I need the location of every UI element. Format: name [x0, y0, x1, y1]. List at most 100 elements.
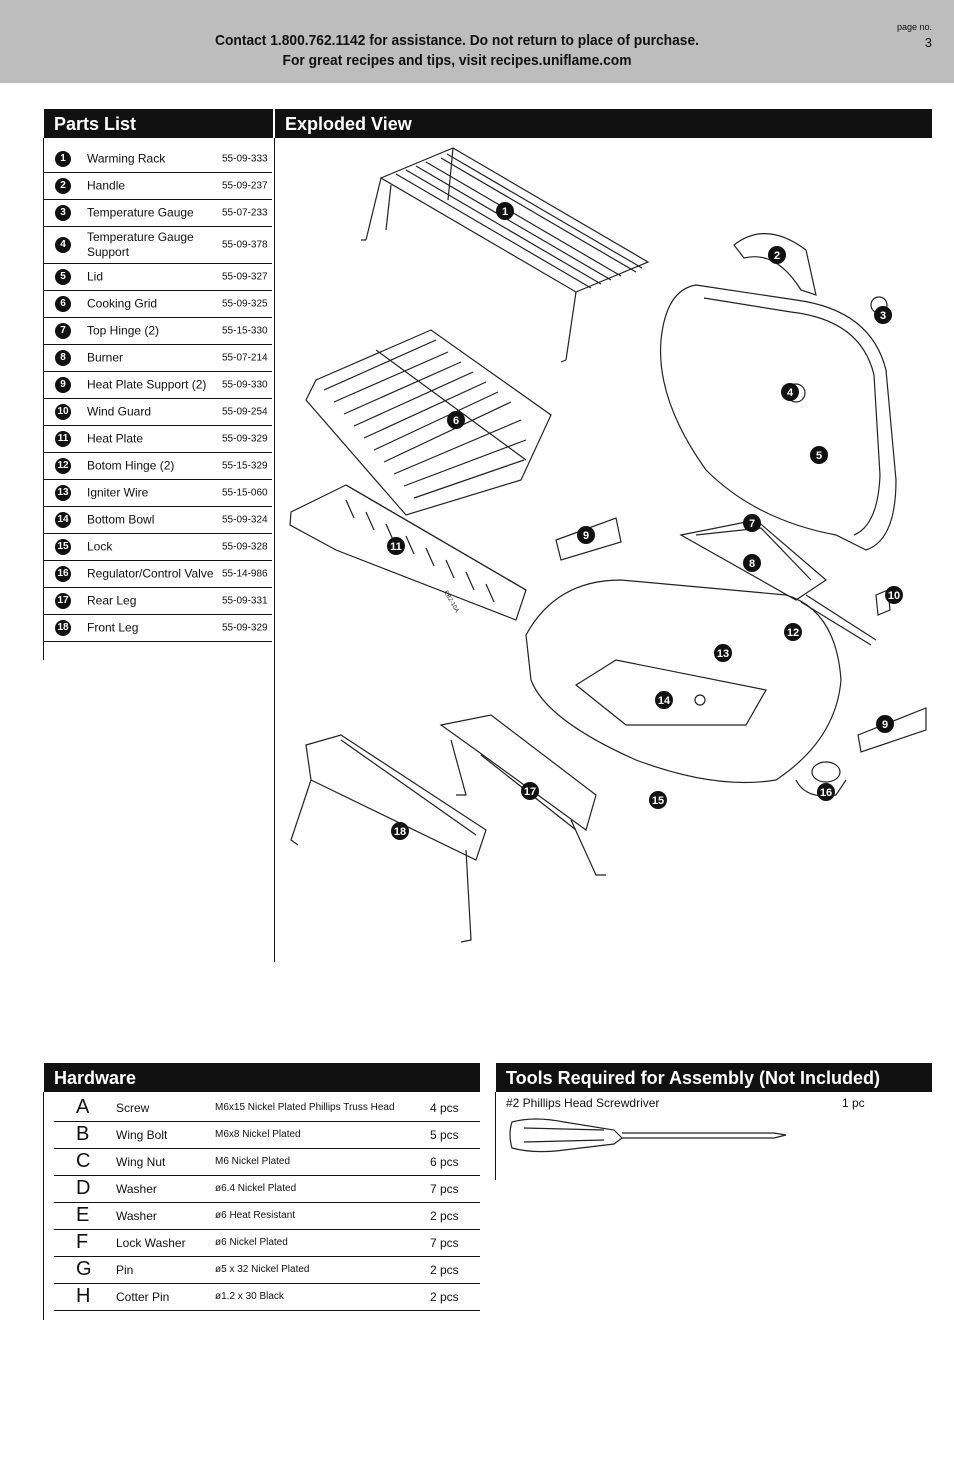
- svg-text:15: 15: [652, 795, 664, 807]
- callout-8: 8: [743, 554, 761, 572]
- parts-list-left-rule: [43, 138, 44, 660]
- part-code: 55-09-325: [222, 298, 268, 310]
- lid-drawing: [659, 284, 897, 551]
- part-name: Front Leg: [87, 620, 139, 635]
- hardware-description: ø5 x 32 Nickel Plated: [215, 1264, 310, 1275]
- heat-plate-drawing: [289, 484, 527, 621]
- tools-header: Tools Required for Assembly (Not Include…: [496, 1063, 932, 1092]
- part-code: 55-14-986: [222, 568, 268, 580]
- recipes-line: For great recipes and tips, visit recipe…: [282, 52, 632, 69]
- callout-7: 7: [743, 514, 761, 532]
- svg-text:5: 5: [816, 450, 822, 462]
- hardware-quantity: 2 pcs: [430, 1209, 459, 1223]
- part-number-badge: 15: [55, 539, 71, 555]
- header-band: Contact 1.800.762.1142 for assistance. D…: [0, 0, 954, 83]
- bottom-bowl-drawing: [525, 579, 842, 784]
- part-name: Lid: [87, 269, 104, 284]
- tools-left-rule: [495, 1092, 496, 1180]
- part-name: Heat Plate Support (2): [87, 377, 207, 392]
- parts-list-header: Parts List: [44, 109, 273, 138]
- part-name: Lock: [87, 539, 113, 554]
- svg-text:17: 17: [524, 786, 536, 798]
- handle-drawing: [733, 233, 817, 296]
- heat-plate-support-drawing: [555, 517, 622, 561]
- callout-12: 12: [784, 623, 802, 641]
- hardware-letter: H: [76, 1285, 91, 1307]
- svg-text:14: 14: [658, 695, 671, 707]
- part-code: 55-15-060: [222, 487, 268, 499]
- part-name: Cooking Grid: [87, 296, 158, 311]
- callout-14: 14: [655, 691, 673, 709]
- part-number-badge: 11: [55, 431, 71, 447]
- callout-13: 13: [714, 644, 732, 662]
- hardware-quantity: 6 pcs: [430, 1155, 459, 1169]
- hardware-quantity: 2 pcs: [430, 1263, 459, 1277]
- svg-text:18: 18: [394, 826, 406, 838]
- hardware-description: ø6 Heat Resistant: [215, 1210, 296, 1221]
- hardware-letter: E: [76, 1204, 90, 1226]
- part-name: Bottom Bowl: [87, 512, 155, 527]
- svg-text:3: 3: [880, 310, 886, 322]
- part-code: 55-09-329: [222, 622, 268, 634]
- hardware-letter: B: [76, 1123, 90, 1145]
- part-number-badge: 17: [55, 593, 71, 609]
- part-code: 55-09-330: [222, 379, 268, 391]
- hardware-name: Washer: [116, 1209, 157, 1223]
- svg-text:1: 1: [502, 206, 508, 218]
- part-code: 55-09-254: [222, 406, 268, 418]
- part-code: 55-15-330: [222, 325, 268, 337]
- part-name: Regulator/Control Valve: [87, 566, 214, 581]
- screwdriver-icon: [509, 1118, 787, 1153]
- callout-9: 9: [577, 526, 595, 544]
- part-name: Botom Hinge (2): [87, 458, 175, 473]
- warming-rack-drawing: [361, 147, 650, 363]
- hardware-quantity: 4 pcs: [430, 1101, 459, 1115]
- hardware-quantity: 5 pcs: [430, 1128, 459, 1142]
- part-code: 55-07-233: [222, 207, 268, 219]
- parts-list-row: 9 Heat Plate Support (2) 55-09-330: [44, 372, 272, 399]
- page-number-label: page no.: [896, 22, 932, 32]
- part-name: Burner: [87, 350, 124, 365]
- part-code: 55-09-333: [222, 153, 268, 165]
- hardware-description: ø6 Nickel Plated: [215, 1237, 288, 1248]
- plate-marking: EB2-10A: [442, 590, 459, 614]
- hardware-letter: F: [76, 1231, 89, 1253]
- part-number-badge: 9: [55, 377, 71, 393]
- part-code: 55-09-331: [222, 595, 268, 607]
- callout-2: 2: [768, 246, 786, 264]
- part-number-badge: 7: [55, 323, 71, 339]
- callout-10: 10: [885, 586, 903, 604]
- part-number-badge: 6: [55, 296, 71, 312]
- part-code: 55-09-329: [222, 433, 268, 445]
- exploded-view-left-rule: [274, 138, 275, 962]
- parts-list-row: 6 Cooking Grid 55-09-325: [44, 291, 272, 318]
- hardware-quantity: 7 pcs: [430, 1236, 459, 1250]
- hardware-row: F Lock Washer ø6 Nickel Plated 7 pcs: [54, 1230, 480, 1257]
- part-number-badge: 18: [55, 620, 71, 636]
- callout-4: 4: [781, 383, 799, 401]
- part-number-badge: 14: [55, 512, 71, 528]
- part-number-badge: 5: [55, 269, 71, 285]
- part-name: Top Hinge (2): [87, 323, 160, 338]
- hardware-name: Lock Washer: [116, 1236, 186, 1250]
- parts-list-row: 7 Top Hinge (2) 55-15-330: [44, 318, 272, 345]
- part-code: 55-09-237: [222, 180, 268, 192]
- hardware-row: E Washer ø6 Heat Resistant 2 pcs: [54, 1203, 480, 1230]
- hardware-description: ø1.2 x 30 Black: [215, 1291, 284, 1302]
- hardware-header: Hardware: [44, 1063, 480, 1092]
- part-name: Warming Rack: [87, 151, 166, 166]
- svg-text:6: 6: [453, 415, 459, 427]
